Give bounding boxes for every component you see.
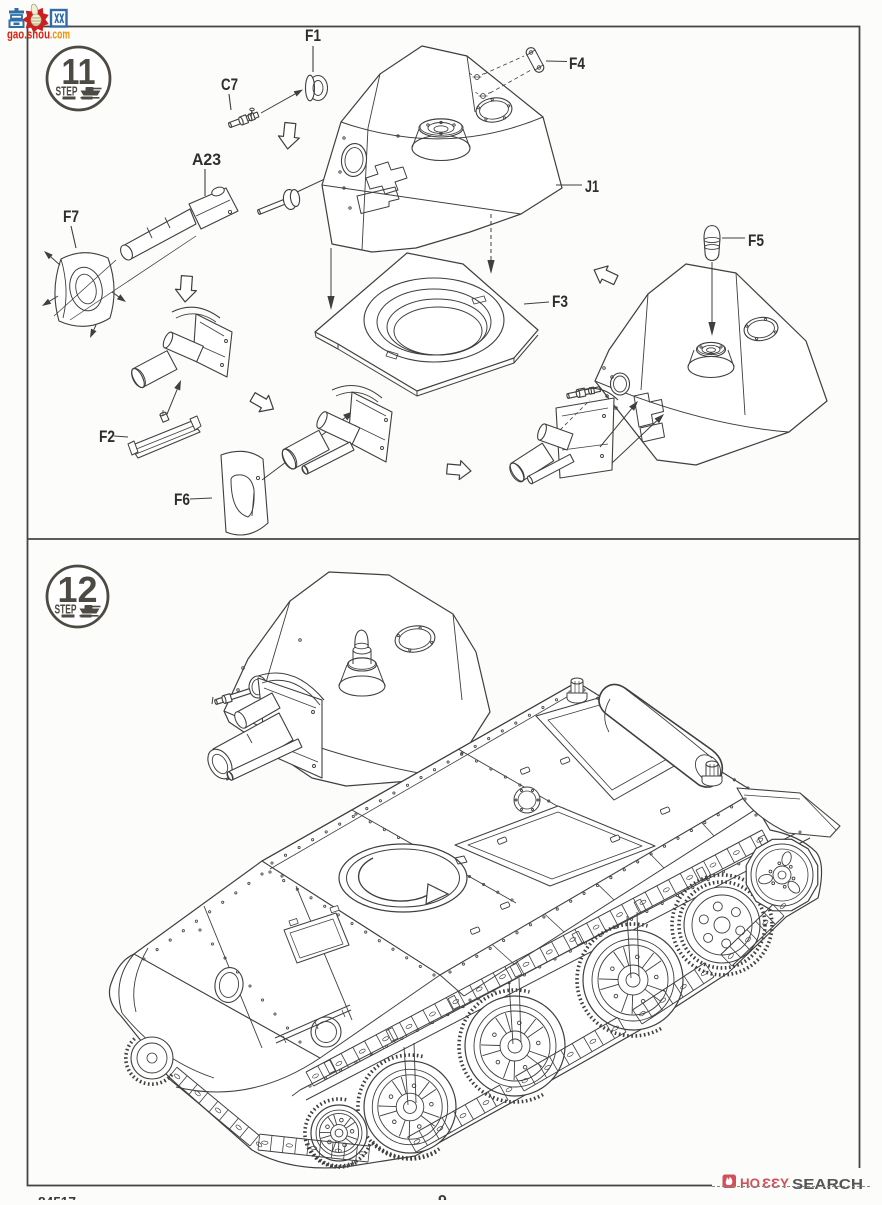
svg-text:SEARCH: SEARCH bbox=[792, 1177, 863, 1193]
svg-text:F3: F3 bbox=[552, 292, 568, 311]
svg-text:A23: A23 bbox=[192, 150, 221, 169]
svg-text:.com: .com bbox=[50, 28, 70, 42]
svg-text:F4: F4 bbox=[569, 54, 585, 73]
svg-text:F7: F7 bbox=[63, 207, 79, 226]
svg-text:F6: F6 bbox=[174, 490, 190, 509]
svg-text:Y: Y bbox=[780, 1176, 789, 1191]
svg-text:STEP: STEP bbox=[56, 85, 78, 99]
svg-text:F1: F1 bbox=[305, 26, 321, 45]
svg-text:84517: 84517 bbox=[38, 1194, 76, 1200]
svg-text:gao.shou: gao.shou bbox=[7, 28, 50, 42]
svg-text:J1: J1 bbox=[585, 177, 599, 196]
svg-text:C7: C7 bbox=[221, 75, 238, 94]
svg-text:HO: HO bbox=[740, 1176, 760, 1191]
svg-text:F2: F2 bbox=[99, 427, 115, 446]
svg-text:9: 9 bbox=[438, 1193, 447, 1200]
svg-text:STEP: STEP bbox=[55, 603, 77, 617]
svg-text:33: 33 bbox=[761, 1176, 780, 1191]
svg-text:F5: F5 bbox=[748, 231, 764, 250]
